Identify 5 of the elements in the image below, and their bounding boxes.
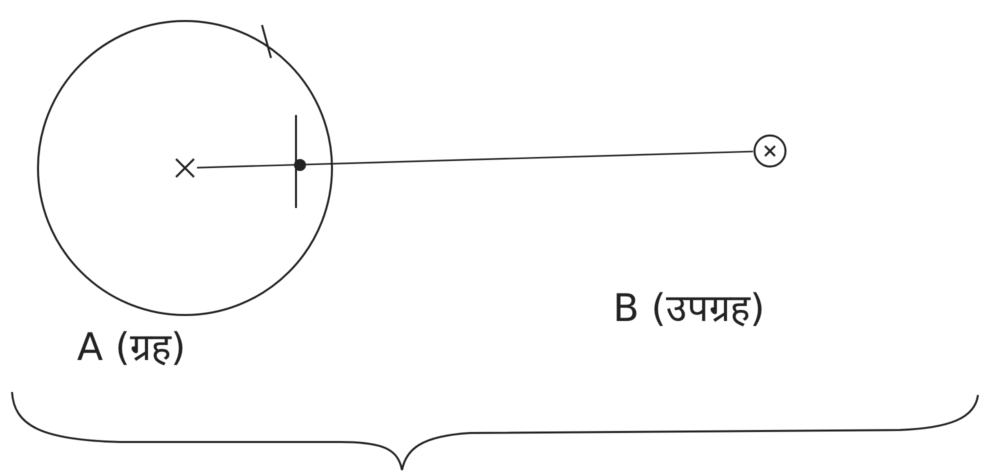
satellite-marker (753, 134, 787, 168)
connecting-line (196, 150, 754, 168)
satellite-label: B (उपग्रह) (613, 286, 765, 332)
planet-label: A (ग्रह) (77, 325, 186, 371)
center-cross (173, 156, 197, 180)
